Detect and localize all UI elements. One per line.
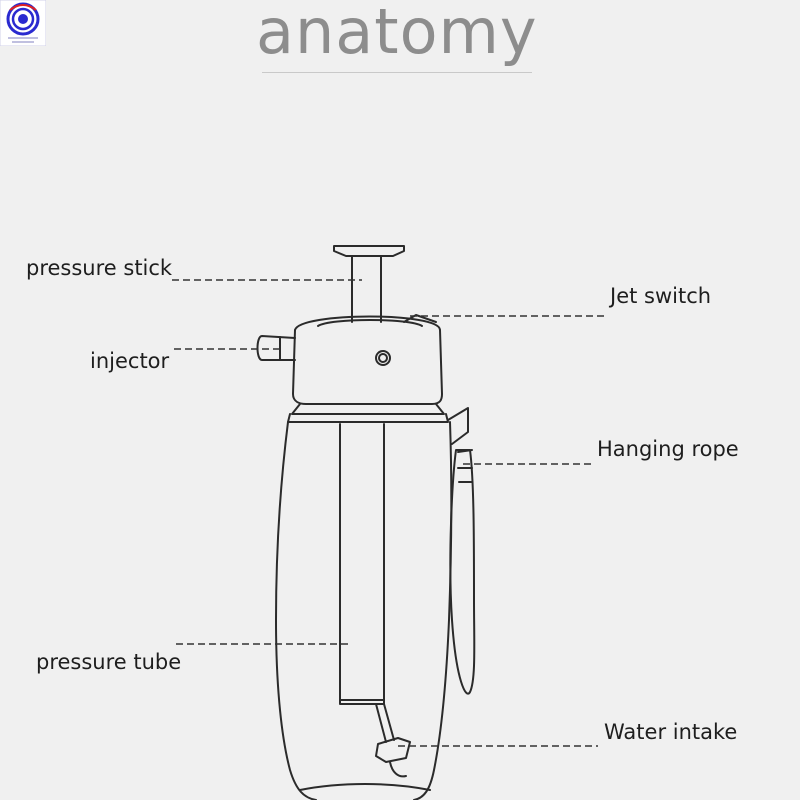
page-title: anatomy <box>256 0 538 68</box>
brand-logo-icon <box>0 0 46 46</box>
title-underline <box>262 72 532 73</box>
pressure-stick-handle <box>333 245 405 257</box>
pressure-tube <box>339 423 385 705</box>
bottle-body <box>275 421 453 800</box>
label-injector: injector <box>90 349 170 373</box>
label-water-intake: Water intake <box>604 720 738 744</box>
jet-switch-tab <box>403 314 437 323</box>
label-pressure-tube: pressure tube <box>36 650 182 674</box>
label-pressure-stick: pressure stick <box>26 256 173 280</box>
pressure-stick-rod <box>351 255 382 323</box>
label-jet-switch: Jet switch <box>610 284 712 308</box>
water-intake-valve <box>375 737 411 763</box>
cap-button <box>375 350 391 366</box>
injector-nozzle <box>256 335 296 361</box>
label-hanging-rope: Hanging rope <box>597 437 739 461</box>
bottle-cap <box>292 329 443 405</box>
cap-top <box>294 315 441 331</box>
hanging-rope <box>447 407 469 445</box>
